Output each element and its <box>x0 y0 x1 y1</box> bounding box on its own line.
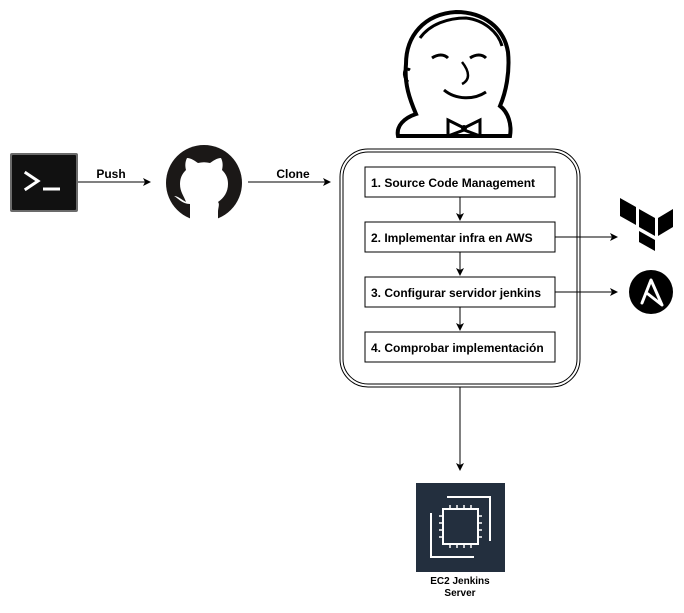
pipeline-step-4: 4. Comprobar implementación <box>364 331 556 363</box>
push-edge: Push <box>78 167 151 186</box>
terraform-icon <box>620 198 673 251</box>
clone-edge: Clone <box>248 167 331 186</box>
ec2-instance-icon <box>416 483 505 572</box>
ansible-icon <box>629 270 673 314</box>
server-label-line2: Server <box>444 588 475 599</box>
pipeline-step-2: 2. Implementar infra en AWS <box>364 221 556 253</box>
push-label: Push <box>96 167 125 181</box>
jenkins-icon <box>395 9 513 139</box>
step-label: 3. Configurar servidor jenkins <box>371 286 541 300</box>
server-label-line1: EC2 Jenkins <box>430 576 490 587</box>
terminal-icon <box>10 153 78 212</box>
clone-label: Clone <box>276 167 310 181</box>
step-label: 4. Comprobar implementación <box>371 341 544 355</box>
step-label: 2. Implementar infra en AWS <box>371 231 533 245</box>
step-label: 1. Source Code Management <box>371 176 535 190</box>
pipeline-step-3: 3. Configurar servidor jenkins <box>364 276 556 308</box>
github-icon <box>166 145 242 222</box>
pipeline-step-1: 1. Source Code Management <box>364 166 556 198</box>
